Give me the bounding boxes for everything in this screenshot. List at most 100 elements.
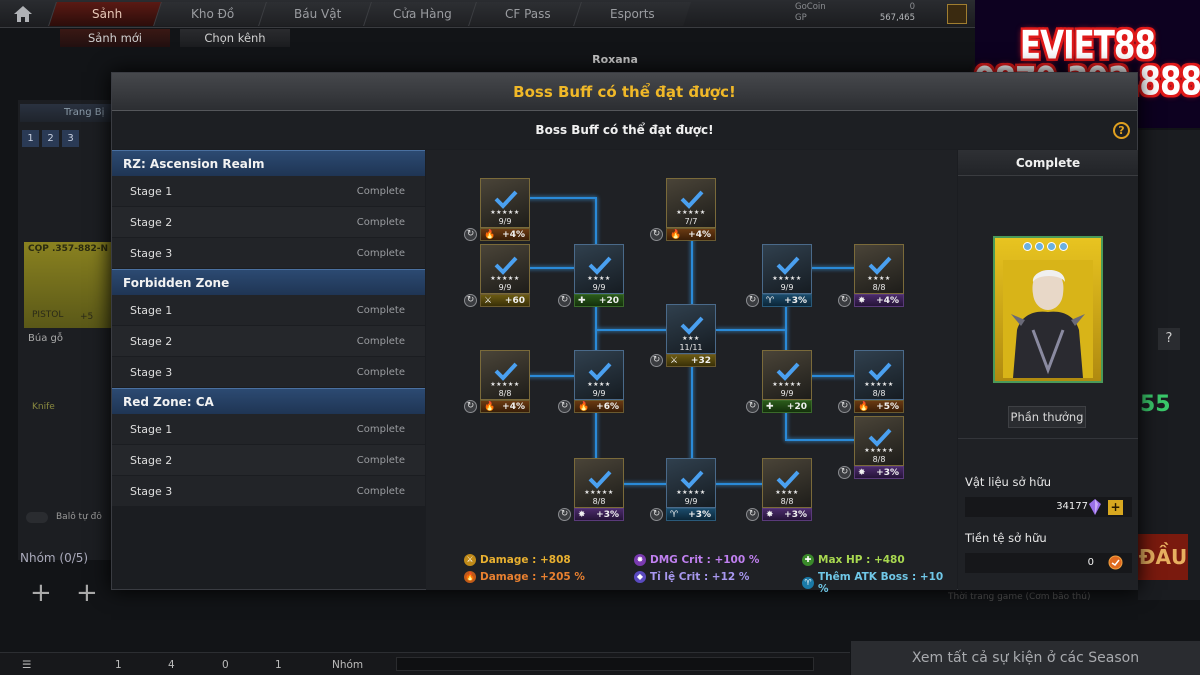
chat-channel[interactable]: Nhóm — [332, 659, 364, 671]
group-title[interactable]: RZ: Ascension Realm — [112, 150, 425, 176]
buff-node[interactable]: ★★★★★ 9/9 ↻ ♈+3% — [746, 244, 812, 307]
tab-bau-vat[interactable]: Báu Vật — [258, 2, 376, 26]
buff-node[interactable]: ★★★★★ 9/9 ↻ ✚+20 — [746, 350, 812, 413]
crit-icon: ✸ — [578, 510, 586, 520]
refresh-icon[interactable]: ↻ — [746, 508, 759, 521]
crit-icon: ✸ — [858, 296, 866, 306]
slot-2[interactable]: 2 — [42, 130, 59, 147]
bottom-bar: ☰ 1 4 0 1 Nhóm — [0, 652, 850, 675]
buff-node[interactable]: ★★★★★ 9/9 ↻ ⚔+60 — [464, 244, 530, 307]
buff-node[interactable]: ★★★★★ 7/7 ↻ 🔥+4% — [650, 178, 716, 241]
add-party-button[interactable]: + — [30, 578, 52, 608]
refresh-icon[interactable]: ↻ — [650, 228, 663, 241]
subtab-sanh-moi[interactable]: Sảnh mới — [60, 29, 170, 47]
chat-input[interactable] — [396, 657, 814, 671]
currency-value: 0 — [965, 553, 1132, 573]
buff-node[interactable]: ★★★★ 8/8 ↻ ✸+4% — [838, 244, 904, 307]
check-icon — [588, 470, 612, 489]
buff-node[interactable]: ★★★★ 9/9 ↻ ✚+20 — [558, 244, 624, 307]
refresh-icon[interactable]: ↻ — [558, 294, 571, 307]
loadout-slots: 1 2 3 — [22, 130, 79, 147]
refresh-icon[interactable]: ↻ — [838, 466, 851, 479]
buff-value: 🔥+4% — [480, 228, 530, 241]
node-card: ★★★★★ 9/9 — [762, 350, 812, 400]
fire-icon: 🔥 — [858, 402, 870, 412]
season-events-button[interactable]: Xem tất cả sự kiện ở các Season — [851, 641, 1200, 675]
tab-esports[interactable]: Esports — [573, 2, 691, 26]
menu-icon[interactable]: ☰ — [22, 659, 32, 671]
refresh-icon[interactable]: ↻ — [464, 228, 477, 241]
check-icon — [680, 190, 704, 209]
melee-name: Búa gỗ — [28, 333, 63, 344]
buff-node[interactable]: ★★★★★ 8/8 ↻ 🔥+5% — [838, 350, 904, 413]
refresh-icon[interactable]: ↻ — [464, 400, 477, 413]
rank-icon[interactable] — [947, 4, 967, 24]
refresh-icon[interactable]: ↻ — [650, 354, 663, 367]
sword-icon: ⚔ — [670, 356, 679, 366]
weapon-card[interactable] — [24, 242, 111, 328]
buff-value: 🔥+5% — [854, 400, 904, 413]
top-nav-bar: Sảnh Kho Đồ Báu Vật Cửa Hàng CF Pass Esp… — [0, 0, 975, 28]
right-lobby-panel — [1138, 130, 1200, 600]
tab-sanh[interactable]: Sảnh — [48, 2, 166, 26]
reward-button[interactable]: Phần thưởng — [1008, 406, 1086, 428]
boss-atk-icon: ♈ — [802, 577, 814, 589]
node-card: ★★★★ 8/8 — [762, 458, 812, 508]
home-button[interactable] — [6, 3, 40, 25]
buff-node[interactable]: ★★★★ 8/8 ↻ ✸+3% — [746, 458, 812, 521]
tab-cf-pass[interactable]: CF Pass — [468, 2, 586, 26]
slot-1[interactable]: 1 — [22, 130, 39, 147]
add-party-button[interactable]: + — [76, 578, 98, 608]
player-name: Roxana — [592, 53, 638, 66]
help-button[interactable]: ? — [1158, 328, 1180, 350]
check-icon — [776, 256, 800, 275]
party-count: Nhóm (0/5) — [20, 551, 89, 565]
refresh-icon[interactable]: ↻ — [838, 400, 851, 413]
node-card: ★★★★ 9/9 — [574, 244, 624, 294]
group-title[interactable]: Red Zone: CA — [112, 388, 425, 414]
refresh-icon[interactable]: ↻ — [650, 508, 663, 521]
buff-node[interactable]: ★★★★★ 8/8 ↻ 🔥+4% — [464, 350, 530, 413]
check-icon — [588, 256, 612, 275]
auto-toggle[interactable] — [26, 512, 48, 523]
buff-value: ⚔+32 — [666, 354, 716, 367]
crit-icon: ✸ — [858, 468, 866, 478]
node-card: ★★★★★ 8/8 — [854, 350, 904, 400]
check-icon — [494, 256, 518, 275]
buff-node[interactable]: ★★★★★ 8/8 ↻ ✸+3% — [838, 416, 904, 479]
refresh-icon[interactable]: ↻ — [838, 294, 851, 307]
weapon-type: PISTOL — [32, 310, 64, 320]
refresh-icon[interactable]: ↻ — [746, 400, 759, 413]
buff-node[interactable]: ★★★★★ 9/9 ↻ 🔥+4% — [464, 178, 530, 241]
start-button[interactable]: ĐẦU — [1138, 534, 1188, 580]
currency-label: Tiền tệ sở hữu — [965, 531, 1047, 545]
fire-icon: 🔥 — [484, 402, 496, 412]
refresh-icon[interactable]: ↻ — [746, 294, 759, 307]
refresh-icon[interactable]: ↻ — [464, 294, 477, 307]
character-card[interactable] — [993, 236, 1103, 383]
tab-kho-do[interactable]: Kho Đồ — [153, 2, 271, 26]
add-material-button[interactable]: + — [1108, 500, 1123, 515]
buff-node[interactable]: ★★★★ 9/9 ↻ 🔥+6% — [558, 350, 624, 413]
subtab-chon-kenh[interactable]: Chọn kênh — [180, 29, 290, 47]
summary-item: ✚ Max HP : +480 — [802, 554, 905, 566]
slot-3[interactable]: 3 — [62, 130, 79, 147]
buff-node[interactable]: ★★★★★ 8/8 ↻ ✸+3% — [558, 458, 624, 521]
tab-cua-hang[interactable]: Cửa Hàng — [363, 2, 481, 26]
refresh-icon[interactable]: ↻ — [558, 400, 571, 413]
help-icon[interactable]: ? — [1113, 122, 1130, 139]
group-title[interactable]: Forbidden Zone — [112, 269, 425, 295]
refresh-icon[interactable]: ↻ — [558, 508, 571, 521]
buff-node[interactable]: ★★★★★ 9/9 ↻ ♈+3% — [650, 458, 716, 521]
buff-node[interactable]: ★★★ 11/11 ↻ ⚔+32 — [650, 304, 716, 367]
boss-atk-icon: ♈ — [670, 510, 679, 520]
